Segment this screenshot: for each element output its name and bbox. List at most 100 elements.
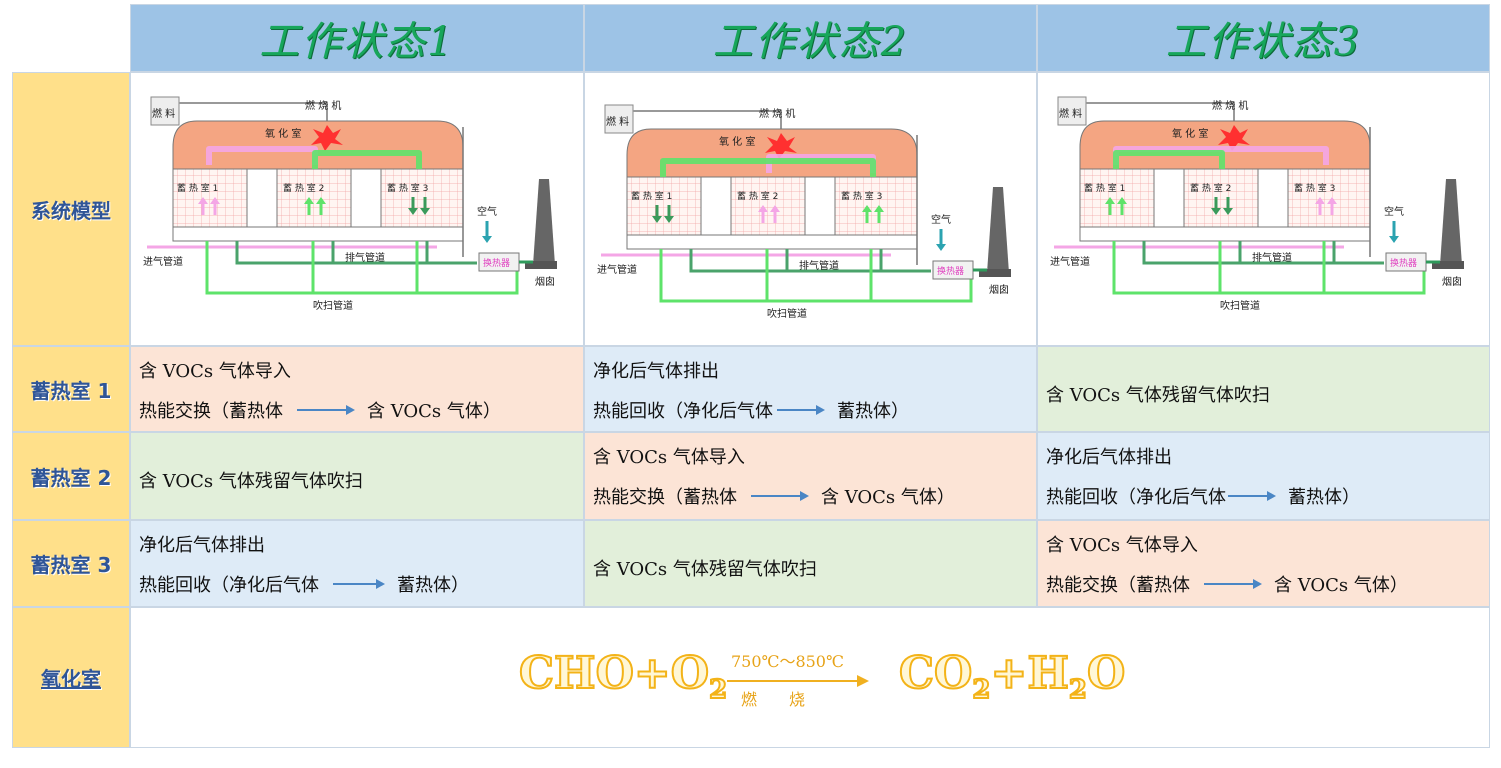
exhaust-pipe-label: 排气管道 (1252, 251, 1292, 264)
cell-chamber1-state2: 净化后气体排出 热能回收（净化后气体蓄热体） (584, 346, 1037, 432)
chamber1-label: 蓄 热 室 1 (631, 190, 672, 202)
heat-exchanger-label: 换热器 (483, 257, 510, 269)
fuel-label: 燃 料 (606, 115, 629, 128)
cell-text-line1: 净化后气体排出 (1046, 447, 1172, 468)
purge-pipe (1112, 241, 1426, 295)
chimney-icon (1440, 179, 1462, 265)
cell-text-line2: 热能回收（净化后气体蓄热体） (1046, 483, 1360, 509)
heat-exchanger-label: 换热器 (937, 265, 964, 277)
fuel-label: 燃 料 (152, 107, 175, 120)
exchange-from: 热能回收（净化后气体 (593, 401, 773, 422)
chamber1-label: 蓄 热 室 1 (1084, 182, 1125, 194)
arrow-icon (1228, 491, 1276, 501)
cell-chamber1-state1: 含 VOCs 气体导入 热能交换（蓄热体含 VOCs 气体） (130, 346, 584, 432)
outflow-arrow-b-head (420, 208, 430, 215)
fuel-line (179, 102, 328, 125)
fuel-tank (150, 96, 180, 126)
fuel-line (633, 110, 782, 133)
exhaust-pipe (235, 241, 477, 265)
cell-text-line2: 热能交换（蓄热体 含 VOCs 气体） (1046, 571, 1408, 597)
inflow-arrow-a-head (758, 205, 768, 212)
purge-pipe-label: 吹扫管道 (313, 299, 353, 312)
divider-1 (246, 168, 278, 228)
chamber3-label: 蓄 热 室 3 (1294, 182, 1335, 194)
divider-2 (1257, 168, 1289, 228)
header-state-3-text: 工作状态3 (1165, 19, 1362, 65)
cell-text-line1: 净化后气体排出 (593, 361, 719, 382)
air-arrow-icon-head (936, 244, 946, 251)
outflow-arrow-a-head (652, 216, 662, 223)
exhaust-pipe (689, 249, 931, 273)
cell-chamber3-state2: 含 VOCs 气体残留气体吹扫 (584, 520, 1037, 607)
cell-text-line1: 净化后气体排出 (139, 535, 265, 556)
inflow-arrow-b-head (770, 205, 780, 212)
chamber2-label: 蓄 热 室 2 (1190, 182, 1231, 194)
chamber1-label: 蓄 热 室 1 (177, 182, 218, 194)
reactant-text: CHO+O (518, 647, 710, 700)
chamber2-label: 蓄 热 室 2 (283, 182, 324, 194)
air-arrow-icon-head (1389, 236, 1399, 243)
plenum (1079, 226, 1371, 242)
chamber3-label: 蓄 热 室 3 (841, 190, 882, 202)
purge-arrow-b-head (316, 197, 326, 204)
outflow-arrow-a-head (1211, 208, 1221, 215)
reaction-condition: 燃 烧 (741, 690, 806, 709)
purge-pipe-label: 吹扫管道 (1220, 299, 1260, 312)
air-label: 空气 (1384, 205, 1404, 218)
cell-chamber3-state1: 净化后气体排出 热能回收（净化后气体蓄热体） (130, 520, 584, 607)
fuel-label: 燃 料 (1059, 107, 1082, 120)
exchange-from: 热能交换（蓄热体 (1046, 575, 1190, 596)
inlet-pipe-label: 进气管道 (597, 263, 637, 276)
chimney-base (979, 269, 1011, 277)
flow-arc-green (660, 158, 876, 177)
cell-text-line1: 含 VOCs 气体导入 (593, 447, 745, 468)
chimney-label: 烟囱 (535, 275, 555, 288)
purge-arrow-a-head (862, 205, 872, 212)
arrow-icon (333, 579, 385, 589)
exchange-from: 热能交换（蓄热体 (593, 487, 737, 508)
reaction-temperature: 750℃～850℃ (731, 652, 844, 671)
cell-text-line2: 热能交换（蓄热体含 VOCs 气体） (593, 483, 955, 509)
inflow-arrow-b-head (1327, 197, 1337, 204)
divider-1 (1153, 168, 1185, 228)
exhaust-pipe-label: 排气管道 (799, 259, 839, 272)
product-co-subscript: 2 (971, 674, 991, 706)
exchange-to: 含 VOCs 气体） (367, 401, 501, 422)
purge-pipe (205, 241, 519, 295)
divider-2 (350, 168, 382, 228)
exhaust-pipe (1142, 241, 1384, 265)
cell-chamber2-state1: 含 VOCs 气体残留气体吹扫 (130, 432, 584, 520)
outflow-arrow-b-head (1223, 208, 1233, 215)
burner-label: 燃 烧 机 (1212, 99, 1248, 112)
cell-text-line1: 含 VOCs 气体导入 (139, 361, 291, 382)
exchange-to: 含 VOCs 气体） (1274, 575, 1408, 596)
cell-text-single: 含 VOCs 气体残留气体吹扫 (593, 559, 817, 580)
cell-text-line2: 热能回收（净化后气体蓄热体） (593, 397, 909, 423)
header-state-2-text: 工作状态2 (712, 19, 909, 65)
product-h-subscript: 2 (1068, 674, 1088, 706)
purge-arrow-a-head (304, 197, 314, 204)
burner-label: 燃 烧 机 (759, 107, 795, 120)
chamber3-label: 蓄 热 室 3 (387, 182, 428, 194)
regenerator-bed (172, 168, 464, 228)
exchange-from: 热能回收（净化后气体 (139, 575, 319, 596)
product-co: CO (898, 647, 973, 700)
reaction-arrow-icon (727, 675, 869, 687)
row-header-system-model: 系统模型 (12, 72, 130, 346)
plenum (172, 226, 464, 242)
chimney-label: 烟囱 (1442, 275, 1462, 288)
purge-arrow-b-head (874, 205, 884, 212)
cell-chamber1-state3: 含 VOCs 气体残留气体吹扫 (1037, 346, 1490, 432)
exchange-from: 热能回收（净化后气体 (1046, 487, 1226, 508)
row-header-oxidation: 氧化室 (12, 607, 130, 748)
cell-chamber2-state2: 含 VOCs 气体导入 热能交换（蓄热体含 VOCs 气体） (584, 432, 1037, 520)
regenerator-bed (626, 176, 918, 236)
heat-exchanger-label: 换热器 (1390, 257, 1417, 269)
oxidation-chamber-label: 氧 化 室 (719, 135, 755, 148)
inflow-arrow-a-head (1315, 197, 1325, 204)
air-arrow-icon-head (482, 236, 492, 243)
